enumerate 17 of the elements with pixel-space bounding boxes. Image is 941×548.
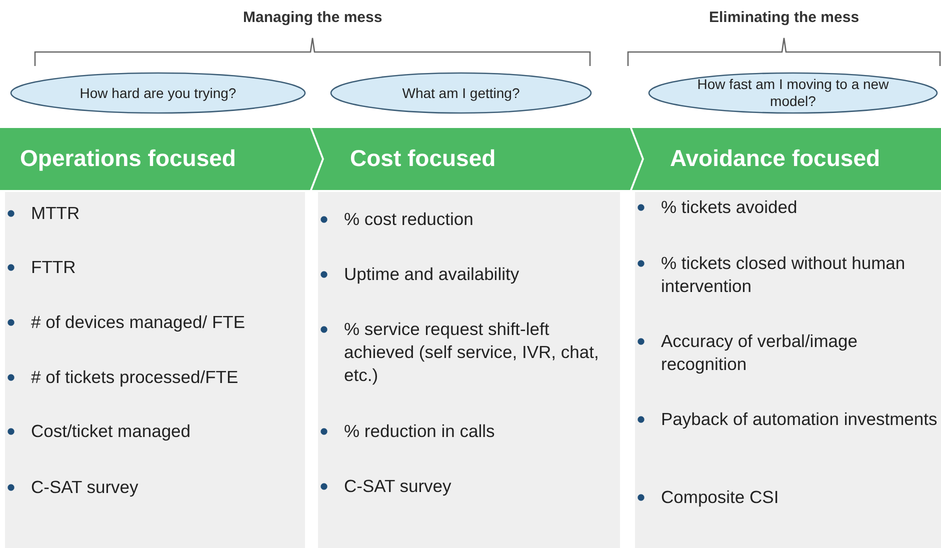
chevron-band — [0, 128, 322, 190]
question-text: What am I getting? — [401, 84, 521, 102]
chevron-band — [310, 128, 642, 190]
question-ellipse — [330, 72, 592, 114]
question-text: How hard are you trying? — [78, 84, 238, 102]
column-heading: Cost focused — [350, 145, 496, 172]
section-label: Eliminating the mess — [709, 9, 860, 26]
question-ellipse — [648, 72, 938, 114]
column-panel — [635, 192, 941, 548]
column-panel — [5, 192, 305, 548]
question-text: How fast am I moving to a new model? — [696, 76, 890, 110]
column-heading: Operations focused — [20, 145, 236, 172]
chevron-band — [630, 128, 941, 190]
column-heading: Avoidance focused — [670, 145, 880, 172]
section-label: Managing the mess — [243, 9, 382, 26]
question-ellipse — [10, 72, 306, 114]
column-panel — [318, 192, 620, 548]
